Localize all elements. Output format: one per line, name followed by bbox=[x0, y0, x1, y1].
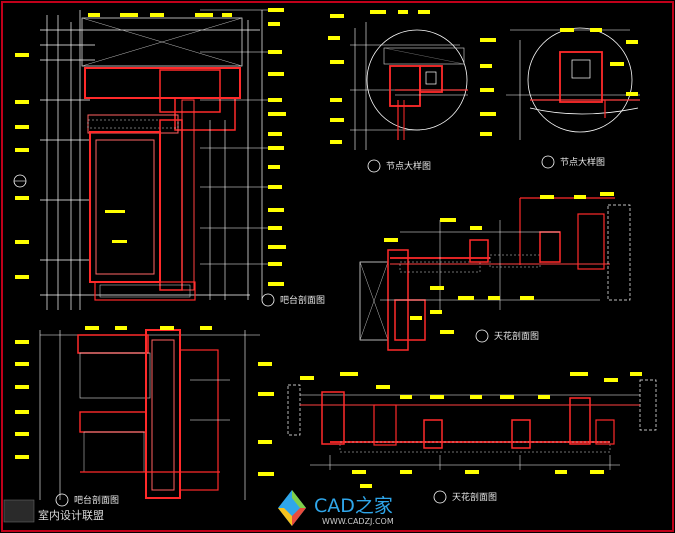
cadzj-logo-icon bbox=[278, 490, 306, 526]
ceiling-bottom-title: 天花剖面图 bbox=[452, 491, 497, 503]
node-a-title: 节点大样图 bbox=[386, 160, 431, 172]
node-detail-a: 节点大样图 bbox=[328, 10, 468, 173]
ceiling-section-right: 天花剖面图 bbox=[359, 192, 631, 351]
left-watermark-logo-icon bbox=[3, 499, 35, 523]
balcony-top-title: 吧台剖面图 bbox=[280, 294, 325, 306]
balcony-bottom-title: 吧台剖面图 bbox=[74, 494, 119, 506]
balcony-section-bottom: 吧台剖面图 bbox=[15, 326, 274, 507]
balcony-top-title-marker bbox=[261, 293, 275, 307]
cadzj-brand-text: CAD之家 bbox=[314, 495, 393, 517]
node-b-title: 节点大样图 bbox=[560, 156, 605, 168]
node-detail-b: 节点大样图 bbox=[480, 27, 640, 169]
ceiling-bottom-title-marker bbox=[433, 490, 447, 504]
ceiling-right-title-marker bbox=[475, 329, 489, 343]
balcony-bottom-title-marker bbox=[55, 493, 69, 507]
node-a-title-marker bbox=[367, 159, 381, 173]
ceiling-right-title: 天花剖面图 bbox=[494, 330, 539, 342]
left-watermark: 室内设计联盟 bbox=[3, 499, 104, 523]
balcony-section-top: 吧台剖面图 bbox=[13, 8, 325, 310]
ceiling-section-bottom: 天花剖面图 bbox=[287, 372, 657, 504]
left-watermark-text: 室内设计联盟 bbox=[38, 508, 104, 522]
cadzj-watermark: CAD之家 WWW.CADZJ.COM bbox=[278, 490, 394, 526]
node-b-title-marker bbox=[541, 155, 555, 169]
cadzj-url-text: WWW.CADZJ.COM bbox=[322, 517, 394, 526]
